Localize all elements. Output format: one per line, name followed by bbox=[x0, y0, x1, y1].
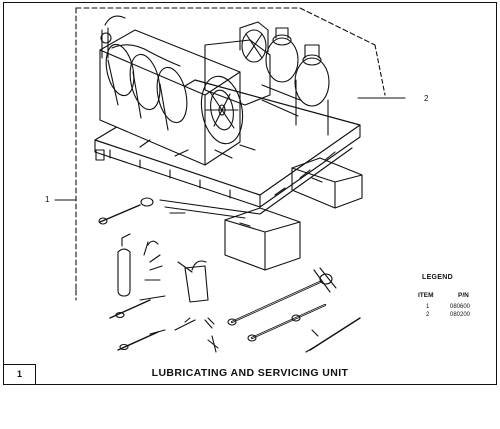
servicing-unit-assembly bbox=[94, 15, 361, 219]
callout-item-2: 2 bbox=[424, 94, 429, 103]
callout-item-1: 1 bbox=[45, 195, 50, 204]
legend-row-1-pn: 080600 bbox=[450, 304, 471, 310]
legend-header-item: ITEM bbox=[418, 292, 434, 299]
legend-row-2-pn: 080200 bbox=[450, 312, 471, 318]
accessory-kit bbox=[98, 157, 363, 353]
legend-row-2-item: 2 bbox=[426, 312, 430, 318]
figure-number: 1 bbox=[3, 364, 36, 385]
legend-row-1-item: 1 bbox=[426, 304, 430, 310]
legend-header-pn: P/N bbox=[458, 292, 469, 299]
figure-caption: LUBRICATING AND SERVICING UNIT bbox=[151, 367, 349, 379]
legend-title: LEGEND bbox=[422, 274, 453, 281]
figure-frame bbox=[3, 2, 497, 385]
